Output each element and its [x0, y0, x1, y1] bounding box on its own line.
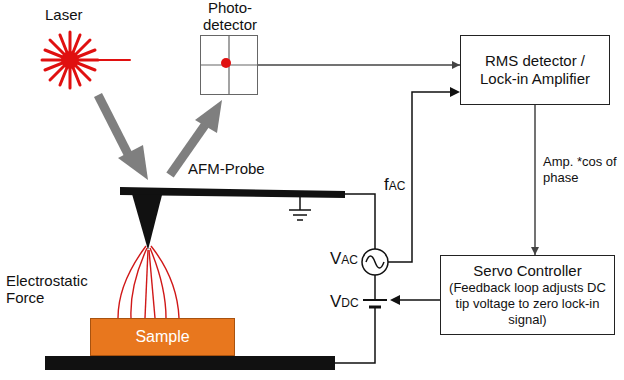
signal-label: VDC — [330, 293, 359, 312]
laser-symbol — [42, 32, 130, 88]
photodetector-box: Photo-detector — [200, 35, 258, 95]
box-note: (Feedback loop adjusts DC tip voltage to… — [447, 280, 608, 328]
box-title: Servo Controller — [473, 262, 581, 280]
signal-arrow — [258, 64, 460, 66]
ac-source — [362, 249, 388, 275]
circuit-wire — [335, 92, 452, 363]
field-lines — [118, 246, 179, 318]
box-title: Photo-detector — [193, 0, 267, 33]
edge-label: Amp. *cos of phase — [543, 154, 623, 186]
signal-label: VAC — [330, 250, 358, 269]
sample-block: Sample — [90, 318, 235, 356]
signal-arrow — [534, 105, 536, 255]
detector-quadrants — [201, 36, 257, 94]
sample-stage — [45, 356, 335, 370]
ground-symbol — [289, 197, 311, 220]
box-title: RMS detector / Lock-in Amplifier — [467, 52, 603, 88]
laser-label: Laser — [45, 6, 83, 23]
probe-label: AFM-Probe — [188, 160, 265, 177]
force-label: Electrostatic Force — [6, 272, 106, 306]
probe-tip — [132, 194, 162, 250]
signal-label: fAC — [384, 176, 405, 195]
lockin-box: RMS detector / Lock-in Amplifier — [460, 35, 610, 105]
dc-source — [363, 300, 387, 307]
box-title: Sample — [135, 328, 189, 346]
servo-box: Servo Controller(Feedback loop adjusts D… — [440, 255, 615, 335]
